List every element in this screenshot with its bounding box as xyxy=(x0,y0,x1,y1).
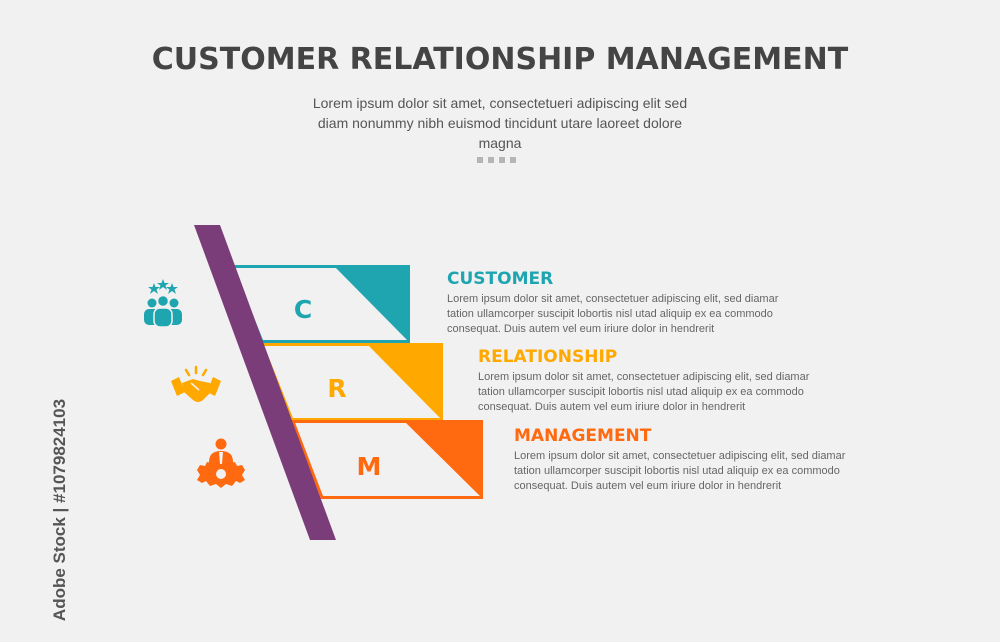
step-m-block: M xyxy=(290,420,483,499)
slanted-bar xyxy=(194,225,336,540)
manager-gear-icon xyxy=(197,438,245,488)
step-management-body: Lorem ipsum dolor sit amet, consectetuer… xyxy=(514,450,846,492)
step-customer: CUSTOMER Lorem ipsum dolor sit amet, con… xyxy=(447,268,797,337)
step-m-letter: M xyxy=(357,452,382,481)
watermark-text: Adobe Stock | #1079824103 xyxy=(50,398,69,622)
step-relationship-body: Lorem ipsum dolor sit amet, consectetuer… xyxy=(478,371,810,413)
page-subtitle: Lorem ipsum dolor sit amet, consectetuer… xyxy=(312,95,688,151)
step-c-letter: C xyxy=(294,295,312,324)
step-management: MANAGEMENT Lorem ipsum dolor sit amet, c… xyxy=(514,425,864,494)
step-customer-body: Lorem ipsum dolor sit amet, consectetuer… xyxy=(447,293,779,335)
step-r-block: R xyxy=(259,343,443,421)
page-title: CUSTOMER RELATIONSHIP MANAGEMENT xyxy=(151,42,849,77)
divider-dots xyxy=(477,157,516,163)
step-r-letter: R xyxy=(327,374,346,403)
step-management-heading: MANAGEMENT xyxy=(514,426,652,446)
step-customer-heading: CUSTOMER xyxy=(447,269,554,289)
step-relationship: RELATIONSHIP Lorem ipsum dolor sit amet,… xyxy=(478,346,828,415)
team-stars-icon xyxy=(144,279,182,328)
handshake-icon xyxy=(171,365,221,402)
step-relationship-heading: RELATIONSHIP xyxy=(478,347,618,367)
